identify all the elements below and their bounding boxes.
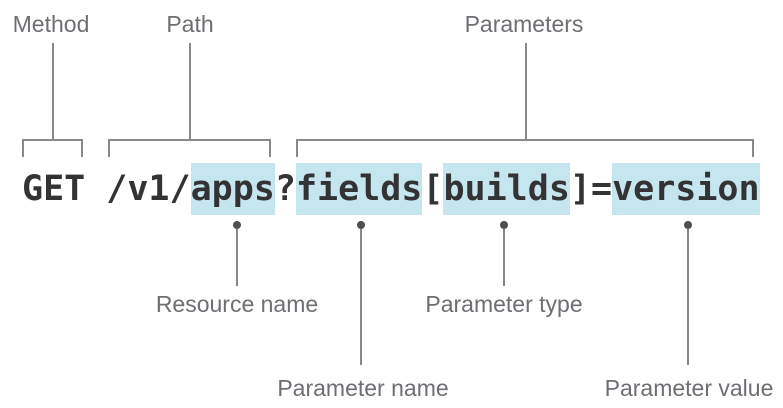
path-label: Path [166,11,214,37]
code-text-question-mark: ? [274,169,296,209]
resource-name-dot [233,221,241,229]
path-bracket [108,139,271,157]
parameter-value-label: Parameter value [604,375,774,401]
parameter-name-dot [357,221,365,229]
method-connector-line [52,43,54,139]
code-text-equals-sign: = [590,169,613,209]
parameters-label: Parameters [464,11,584,37]
code-text-method-and-path-prefix: GET /v1/ [22,169,191,209]
code-token-fields: fields [295,163,423,215]
parameter-type-connector-line [503,229,505,286]
parameters-bracket [296,139,754,157]
parameter-value-connector-line [687,229,689,365]
parameters-connector-line [525,43,527,139]
parameter-type-label: Parameter type [425,291,583,317]
code-text-close-bracket: ] [569,169,591,209]
code-token-version: version [612,163,760,215]
path-connector-line [189,43,191,139]
parameter-name-connector-line [360,229,362,365]
parameter-value-dot [684,221,692,229]
request-code-line: GET /v1/ apps ? fields [ builds ] = vers… [22,163,760,215]
code-token-builds: builds [443,163,570,215]
resource-name-connector-line [236,229,238,286]
method-bracket [22,139,83,157]
parameter-name-label: Parameter name [277,375,449,401]
code-token-apps: apps [190,163,275,215]
parameter-type-dot [500,221,508,229]
method-label: Method [12,11,90,37]
resource-name-label: Resource name [155,291,319,317]
code-text-open-bracket: [ [422,169,444,209]
